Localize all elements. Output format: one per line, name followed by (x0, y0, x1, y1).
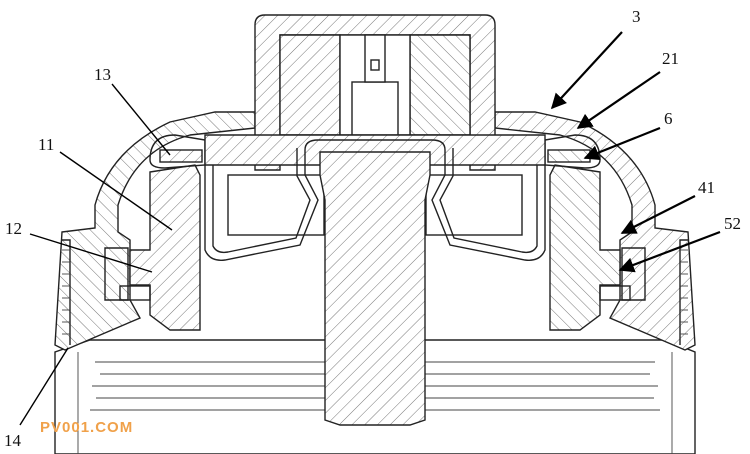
label-6: 6 (664, 109, 673, 128)
label-14: 14 (4, 431, 22, 450)
reference-labels: 3 21 6 41 52 13 11 12 14 (4, 7, 741, 450)
central-shaft (319, 151, 431, 426)
watermark-text: PV001.COM (40, 419, 133, 436)
label-13: 13 (94, 65, 111, 84)
label-52: 52 (724, 214, 741, 233)
top-connector-housing (204, 14, 546, 236)
spring-clip (204, 139, 546, 261)
label-41: 41 (698, 178, 715, 197)
leader-lines (19, 31, 721, 426)
label-3: 3 (632, 7, 641, 26)
label-12: 12 (5, 219, 22, 238)
label-21: 21 (662, 49, 679, 68)
label-11: 11 (38, 135, 54, 154)
inner-ring (104, 164, 646, 331)
